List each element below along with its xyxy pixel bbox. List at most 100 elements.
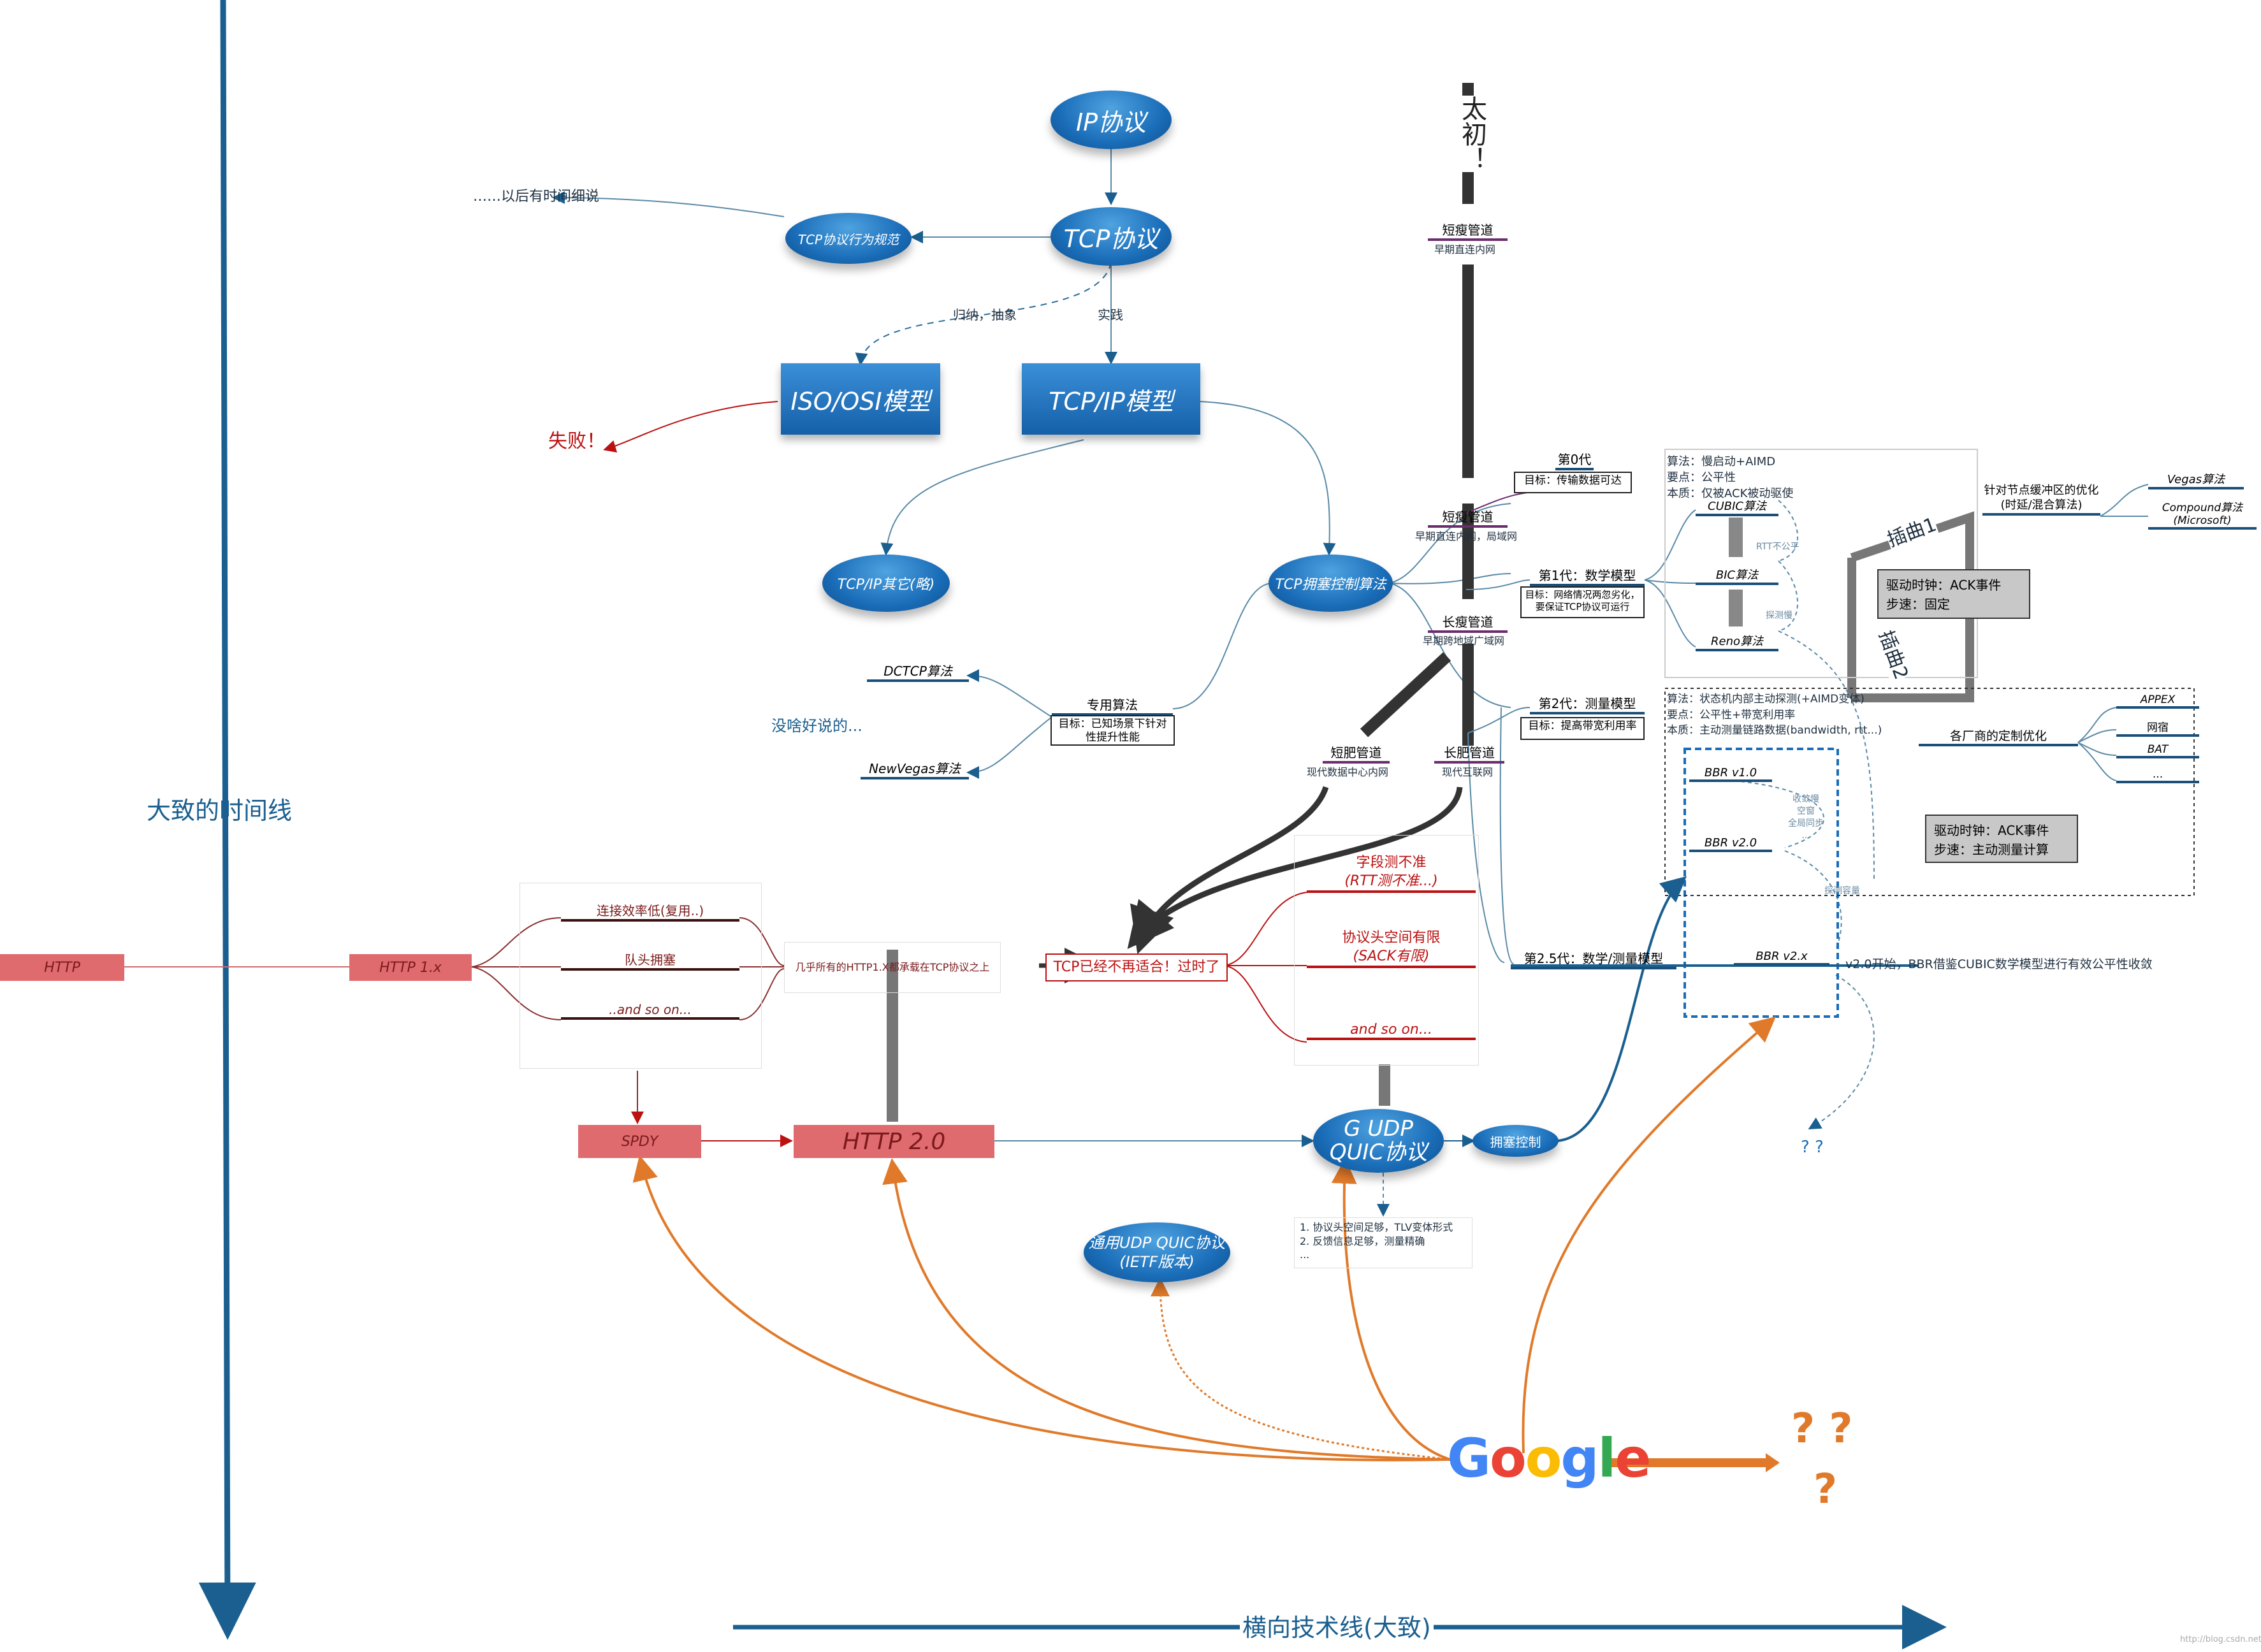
vendor-more: ... [2116,768,2199,783]
special-algo-label: 专用算法 [1052,695,1173,716]
gen1-info-line: 要点：公平性 [1667,471,1736,485]
vendor-bat: BAT [2116,743,2199,758]
probe-slow-label: 探测慢 [1766,611,1792,621]
gen1-goal: 目标：网络情况两忽劣化，要保证TCP协议可运行 [1520,586,1645,618]
fat-long-pipe-label: 长肥管道 [1434,743,1504,764]
cubic-algo: CUBIC算法 [1696,497,1778,516]
bbr-note: ... [1801,830,1810,841]
gen2-goal: 目标：提高带宽利用率 [1520,717,1645,740]
dc-net-label: 现代数据中心内网 [1307,766,1389,778]
tcp-issues-box [1294,835,1479,1066]
tcp-issue-2: 协议头空间有限 (SACK有限) [1307,929,1476,969]
http-node: HTTP [0,954,124,981]
tcp-outdated-box: TCP已经不再适合！过时了 [1045,953,1228,982]
gen1-info-line: 本质：仅被ACK被动驱使 [1667,487,1794,501]
tcp-issue-1: 字段测不准 (RTT测不准...) [1307,854,1476,894]
almost-all-http-label: 几乎所有的HTTP1.X都承载在TCP协议之上 [784,942,1001,993]
google-logo: Google [1447,1426,1651,1491]
early-lan-2-label: 早期直连内网，局域网 [1415,530,1518,542]
ietf-quic-node: 通用UDP QUIC协议 (IETF版本) [1084,1222,1230,1282]
drive-clock-box-2: 驱动时钟：ACK事件 步速：主动测量计算 [1925,815,2078,863]
http-issues-box [520,883,762,1069]
bbr-note: 收敛慢 [1792,794,1819,804]
gen0-goal: 目标：传输数据可达 [1514,472,1632,493]
tcp-protocol-node: TCP协议 [1051,207,1172,266]
bbr-note: 全局同步 [1788,818,1824,829]
quic-notes: 1. 协议头空间足够，TLV变体形式 2. 反馈信息足够，测量精确 ... [1294,1217,1472,1268]
taichu-label: 太初！ [1457,96,1487,172]
ietf-quic-line: 通用UDP QUIC协议 [1088,1234,1226,1252]
internet-label: 现代互联网 [1442,766,1494,778]
v2x-note: v2.0开始，BBR借鉴CUBIC数学模型进行有效公平性收敛 [1845,957,2153,971]
quic-note: 2. 反馈信息足够，测量精确 [1300,1235,1425,1247]
bbr-v2x-node: BBR v2.x [1734,950,1829,966]
thin-short-pipe-label: 短瘦管道 [1428,220,1508,241]
http2-node: HTTP 2.0 [794,1125,994,1158]
tcp-issue-line: 字段测不准 [1356,855,1427,871]
http-issue-1: 连接效率低(复用..) [561,901,739,922]
tcpip-other-node: TCP/IP其它(略) [822,554,950,612]
drive-line: 驱动时钟：ACK事件 [1886,577,2002,593]
tcp-issue-line: (SACK有限) [1353,948,1430,964]
quic-line: G UDP [1344,1115,1413,1141]
early-wan-label: 早期跨地域广域网 [1423,635,1505,647]
down-arrow-shape [1729,518,1743,557]
thin-long-pipe-label: 长瘦管道 [1428,612,1508,633]
gen2-label: 第2代：测量模型 [1530,693,1645,714]
spdy-node: SPDY [578,1125,701,1158]
http-issue-2: 队头拥塞 [561,950,739,971]
future-question-marks: ? ? [1791,1405,1853,1453]
bbr-future-question: ? ? [1801,1138,1824,1157]
newvegas-algo: NewVegas算法 [861,758,969,779]
later-detail-label: ……以后有时间细说 [473,189,600,205]
bbr-notes: 收敛慢 空窗 全局同步 ... [1788,793,1824,842]
google-letter: g [1560,1427,1599,1489]
vertical-axis-label: 大致的时间线 [147,797,293,825]
fat-short-pipe-label: 短肥管道 [1323,743,1390,764]
quic-node: G UDP QUIC协议 [1313,1109,1444,1173]
http1x-node: HTTP 1.x [349,954,472,981]
drive-clock-box-1: 驱动时钟：ACK事件 步速：固定 [1877,569,2030,619]
reno-algo: Reno算法 [1696,632,1778,651]
induce-label: 归纳，抽象 [953,307,1017,322]
vendor-appex: APPEX [2116,693,2199,709]
google-letter: G [1447,1427,1491,1489]
google-letter: l [1597,1427,1617,1489]
probe-capacity-label: 探测容量 [1824,886,1860,896]
google-letter: e [1615,1427,1651,1489]
thin-short-pipe-2-label: 短瘦管道 [1428,507,1508,528]
nothing-to-say-label: 没啥好说的... [771,717,862,735]
gen0-label: 第0代 [1555,449,1594,470]
future-question-mark: ? [1814,1466,1838,1513]
ip-protocol-node: IP协议 [1051,91,1172,149]
bbr-v1-node: BBR v1.0 [1689,766,1772,782]
gen2-info: 算法：状态机内部主动探测(+AIMD变体) 要点：公平性+带宽利用率 本质：主动… [1667,692,1882,739]
rtt-unfair-label: RTT不公平 [1756,542,1799,552]
vendor-opt-label: 各厂商的定制优化 [1919,727,2078,746]
drive-line: 驱动时钟：ACK事件 [1934,823,2049,838]
tcpip-model-node: TCP/IP模型 [1022,363,1200,435]
drive-line: 步速：固定 [1886,597,1950,612]
gen2-info-line: 本质：主动测量链路数据(bandwidth, rtt...) [1667,724,1882,737]
vertical-timeline-arrow [198,0,256,1640]
http-issue-3: ..and so on... [561,1002,739,1020]
bbr-v2-node: BBR v2.0 [1689,836,1772,852]
tcp-issue-line: 协议头空间有限 [1342,930,1441,946]
google-letter: o [1525,1427,1562,1489]
tcp-congestion-control-node: TCP拥塞控制算法 [1269,554,1393,612]
dctcp-algo: DCTCP算法 [867,661,969,682]
gen1-info: 算法：慢启动+AIMD 要点：公平性 本质：仅被ACK被动驱使 [1667,454,1793,502]
google-letter: o [1489,1427,1527,1489]
early-lan-label: 早期直连内网 [1434,243,1496,256]
quic-line: QUIC协议 [1329,1140,1428,1165]
gen2-info-line: 要点：公平性+带宽利用率 [1667,708,1796,721]
gen25-label: 第2.5代：数学/测量模型 [1511,948,1676,969]
vegas-algo: Vegas算法 [2148,470,2244,489]
gen1-info-line: 算法：慢启动+AIMD [1667,455,1776,468]
horizontal-axis-label: 横向技术线(大致) [1240,1614,1434,1643]
iso-osi-model-node: ISO/OSI模型 [781,363,940,435]
tcp-issue-line: (RTT测不准...) [1344,873,1438,889]
fail-label: 失败！ [548,430,606,453]
gen2-info-line: 算法：状态机内部主动探测(+AIMD变体) [1667,693,1865,706]
quic-note: ... [1300,1249,1310,1261]
